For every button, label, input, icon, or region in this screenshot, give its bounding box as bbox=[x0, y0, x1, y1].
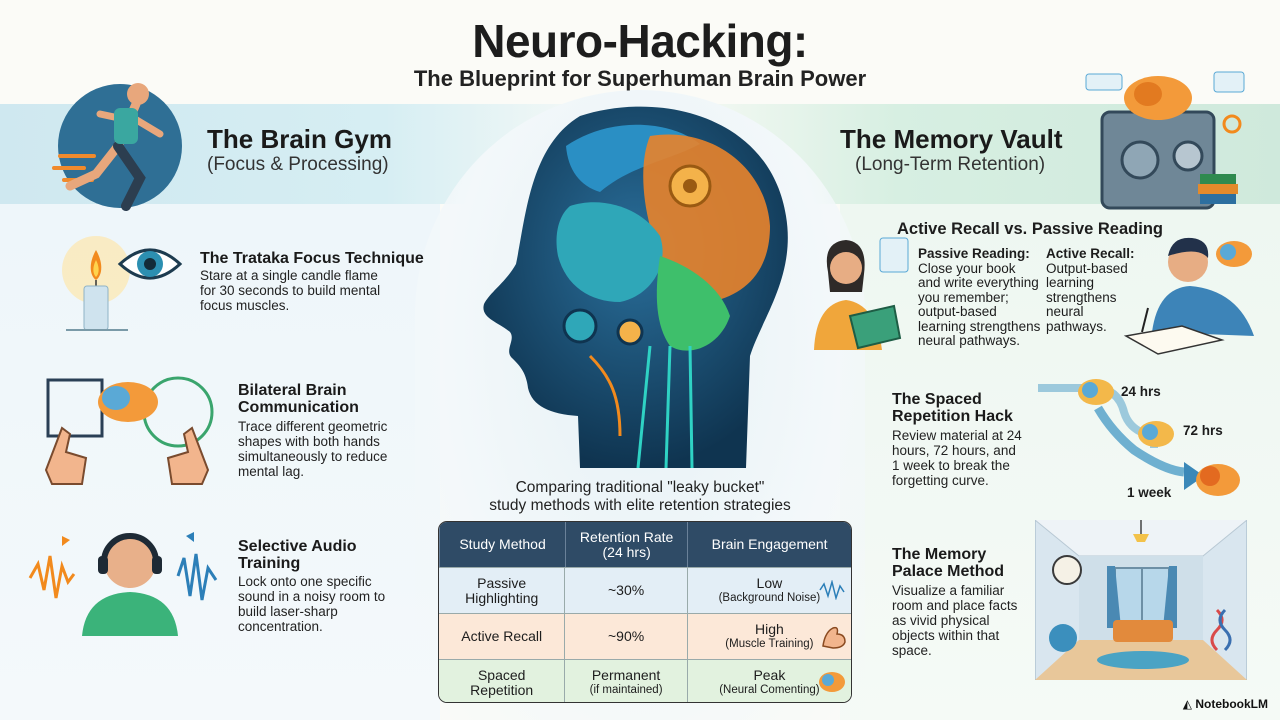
trataka-title: The Trataka Focus Technique bbox=[200, 250, 424, 267]
memory-vault-subheading: (Long-Term Retention) bbox=[855, 154, 1046, 175]
writing-man-icon bbox=[1123, 237, 1254, 355]
comparison-table: Study Method Retention Rate(24 hrs) Brai… bbox=[438, 521, 852, 703]
spaced-label-72: 72 hrs bbox=[1183, 423, 1223, 438]
hands-brain-icon bbox=[44, 376, 214, 485]
reading-woman-icon bbox=[814, 237, 909, 350]
header-retention-rate: Retention Rate(24 hrs) bbox=[565, 522, 687, 567]
table-row: Active Recall ~90% High (Muscle Training… bbox=[439, 613, 851, 659]
row-method: Active Recall bbox=[461, 628, 543, 644]
neural-head-illustration bbox=[483, 106, 788, 468]
row-rate: Permanent(if maintained) bbox=[564, 660, 686, 702]
flexed-arm-icon bbox=[822, 626, 846, 649]
memory-palace-room bbox=[1035, 520, 1247, 680]
memory-vault-heading: The Memory Vault bbox=[840, 124, 1063, 154]
notebooklm-logo-icon: ◭ bbox=[1182, 697, 1192, 711]
page-subtitle: The Blueprint for Superhuman Brain Power bbox=[413, 66, 867, 91]
recall-title: Active Recall vs. Passive Reading bbox=[897, 220, 1163, 238]
header-study-method: Study Method bbox=[439, 522, 565, 567]
sound-wave-icon bbox=[819, 580, 845, 600]
vault-safe-icon bbox=[1085, 71, 1245, 210]
row-rate: ~30% bbox=[564, 568, 686, 613]
brain-icon bbox=[819, 672, 845, 692]
header-brain-engagement: Brain Engagement bbox=[687, 522, 851, 567]
headphones-person-icon bbox=[28, 532, 218, 636]
table-caption: Comparing traditional "leaky bucket" stu… bbox=[489, 479, 791, 514]
spaced-repetition-curve bbox=[1038, 379, 1240, 496]
brain-gym-heading: The Brain Gym bbox=[207, 124, 392, 154]
runner-icon bbox=[52, 83, 182, 211]
row-engagement: High (Muscle Training) bbox=[686, 614, 851, 659]
spaced-label-24: 24 hrs bbox=[1121, 384, 1161, 399]
spaced-label-week: 1 week bbox=[1127, 485, 1172, 500]
notebooklm-brand: ◭ NotebookLM bbox=[1182, 697, 1268, 711]
row-rate: ~90% bbox=[564, 614, 686, 659]
page-title: Neuro-Hacking: bbox=[472, 15, 808, 67]
table-header-row: Study Method Retention Rate(24 hrs) Brai… bbox=[439, 522, 851, 567]
row-engagement: Low (Background Noise) bbox=[686, 568, 851, 613]
row-engagement: Peak (Neural Comenting) bbox=[686, 660, 851, 702]
brain-gym-subheading: (Focus & Processing) bbox=[207, 154, 389, 175]
candle-eye-icon bbox=[62, 236, 183, 331]
